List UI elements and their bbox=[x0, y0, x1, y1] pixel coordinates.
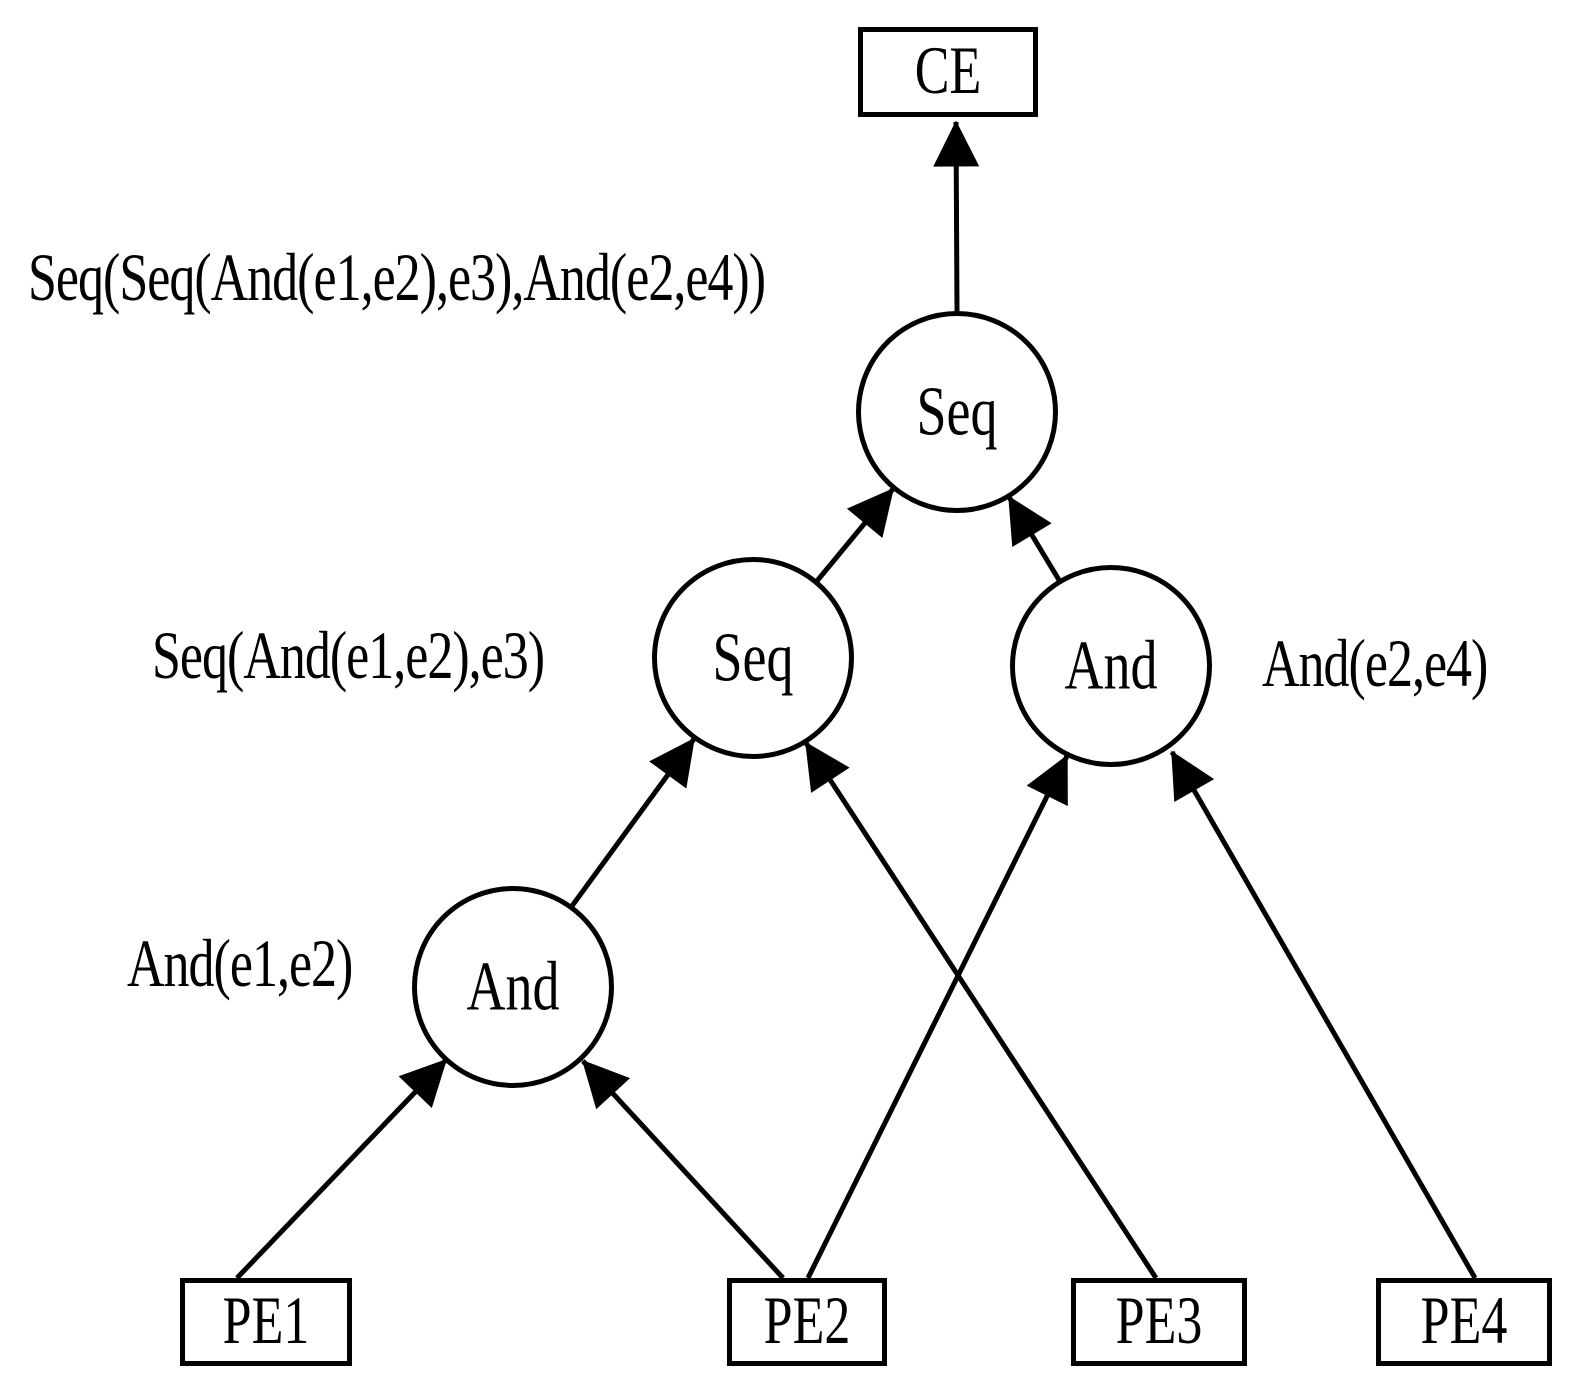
node-pe4-label: PE4 bbox=[1420, 1284, 1508, 1359]
node-seq-inner-label: Seq bbox=[712, 618, 794, 697]
node-ce-label: CE bbox=[914, 34, 982, 109]
edge-seqinner-seqroot bbox=[815, 487, 895, 583]
node-pe3-label: PE3 bbox=[1115, 1284, 1203, 1359]
edge-andleft-seqinner bbox=[569, 737, 697, 908]
node-seq-inner: Seq bbox=[652, 557, 854, 759]
edge-pe2-andleft bbox=[581, 1059, 785, 1280]
node-pe1-label: PE1 bbox=[222, 1284, 310, 1359]
node-ce: CE bbox=[858, 27, 1038, 117]
node-and-right: And bbox=[1010, 565, 1212, 767]
root-expression-label: Seq(Seq(And(e1,e2),e3),And(e2,e4)) bbox=[28, 241, 766, 316]
node-pe2-label: PE2 bbox=[763, 1284, 851, 1359]
node-seq-root: Seq bbox=[856, 311, 1058, 513]
edge-pe4-andright bbox=[1169, 750, 1478, 1280]
seq-inner-expression-label: Seq(And(e1,e2),e3) bbox=[152, 619, 545, 694]
node-seq-root-label: Seq bbox=[916, 372, 998, 451]
node-and-right-label: And bbox=[1064, 626, 1158, 705]
edge-pe3-seqinner bbox=[803, 741, 1159, 1280]
node-pe4: PE4 bbox=[1376, 1278, 1552, 1366]
node-pe3: PE3 bbox=[1071, 1278, 1247, 1366]
node-pe2: PE2 bbox=[727, 1278, 887, 1366]
edge-andright-seqroot bbox=[1006, 495, 1062, 582]
node-and-left-label: And bbox=[466, 947, 560, 1026]
node-pe1: PE1 bbox=[180, 1278, 352, 1366]
node-and-left: And bbox=[412, 886, 614, 1088]
and-right-expression-label: And(e2,e4) bbox=[1262, 627, 1488, 702]
edge-pe1-andleft bbox=[235, 1058, 448, 1280]
edge-seqroot-ce bbox=[933, 120, 980, 313]
and-left-expression-label: And(e1,e2) bbox=[127, 927, 353, 1002]
edge-pe2-andright bbox=[805, 754, 1070, 1280]
